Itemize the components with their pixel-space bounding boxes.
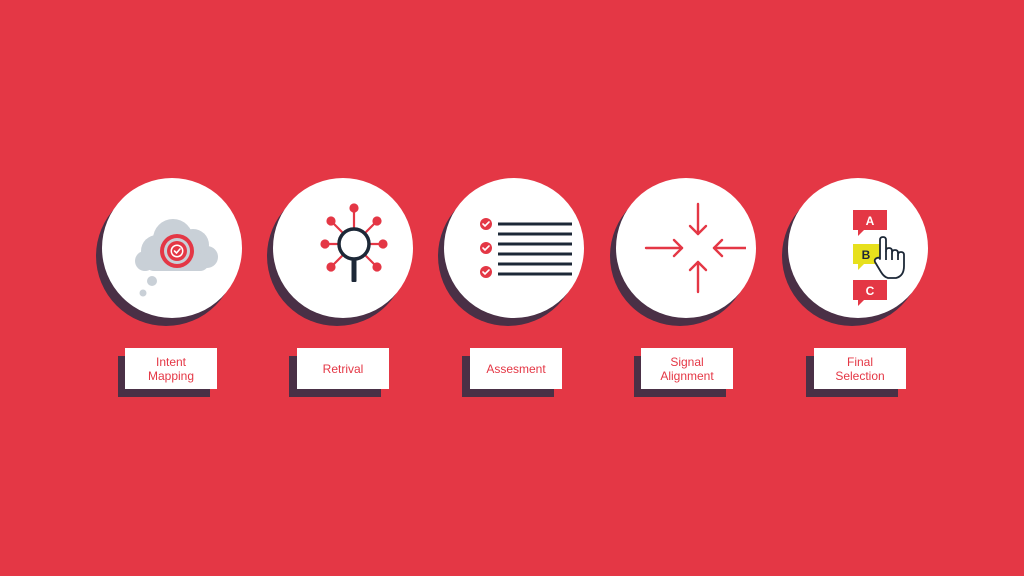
thought-cloud-target-icon xyxy=(135,219,218,297)
icon-circle xyxy=(616,178,756,318)
icon-circle xyxy=(273,178,413,318)
step-assesment: Assesment xyxy=(0,0,584,576)
step-label-text: Assesment xyxy=(486,361,546,376)
step-intent-mapping: Intent Mapping xyxy=(0,0,242,576)
choice-a-label: A xyxy=(866,214,875,228)
step-label-text: Signal Alignment xyxy=(660,354,714,383)
checklist-icon xyxy=(480,218,572,278)
step-label: Final Selection xyxy=(814,348,906,389)
choice-c-bubble: C xyxy=(853,280,887,306)
step-final-selection: A B C Final Selection xyxy=(0,0,928,576)
icon-circle: A B C xyxy=(788,178,928,318)
step-label-text: Intent Mapping xyxy=(147,354,195,383)
step-label: Assesment xyxy=(470,348,562,389)
converging-arrows-icon xyxy=(644,202,746,294)
icon-circle xyxy=(444,178,584,318)
icon-circle xyxy=(102,178,242,318)
step-label-text: Final Selection xyxy=(835,354,885,383)
magnifier-network-icon xyxy=(320,203,388,282)
step-label: Signal Alignment xyxy=(641,348,733,389)
step-label-text: Retrival xyxy=(322,361,364,376)
abc-choice-pointer-icon: A B C xyxy=(853,210,905,306)
step-signal-alignment: Signal Alignment xyxy=(0,0,756,576)
pointer-hand-icon xyxy=(873,236,905,279)
choice-c-label: C xyxy=(866,284,875,298)
step-label: Retrival xyxy=(297,348,389,389)
choice-a-bubble: A xyxy=(853,210,887,236)
choice-b-label: B xyxy=(862,248,871,262)
step-retrival: Retrival xyxy=(0,0,413,576)
step-label: Intent Mapping xyxy=(125,348,217,389)
